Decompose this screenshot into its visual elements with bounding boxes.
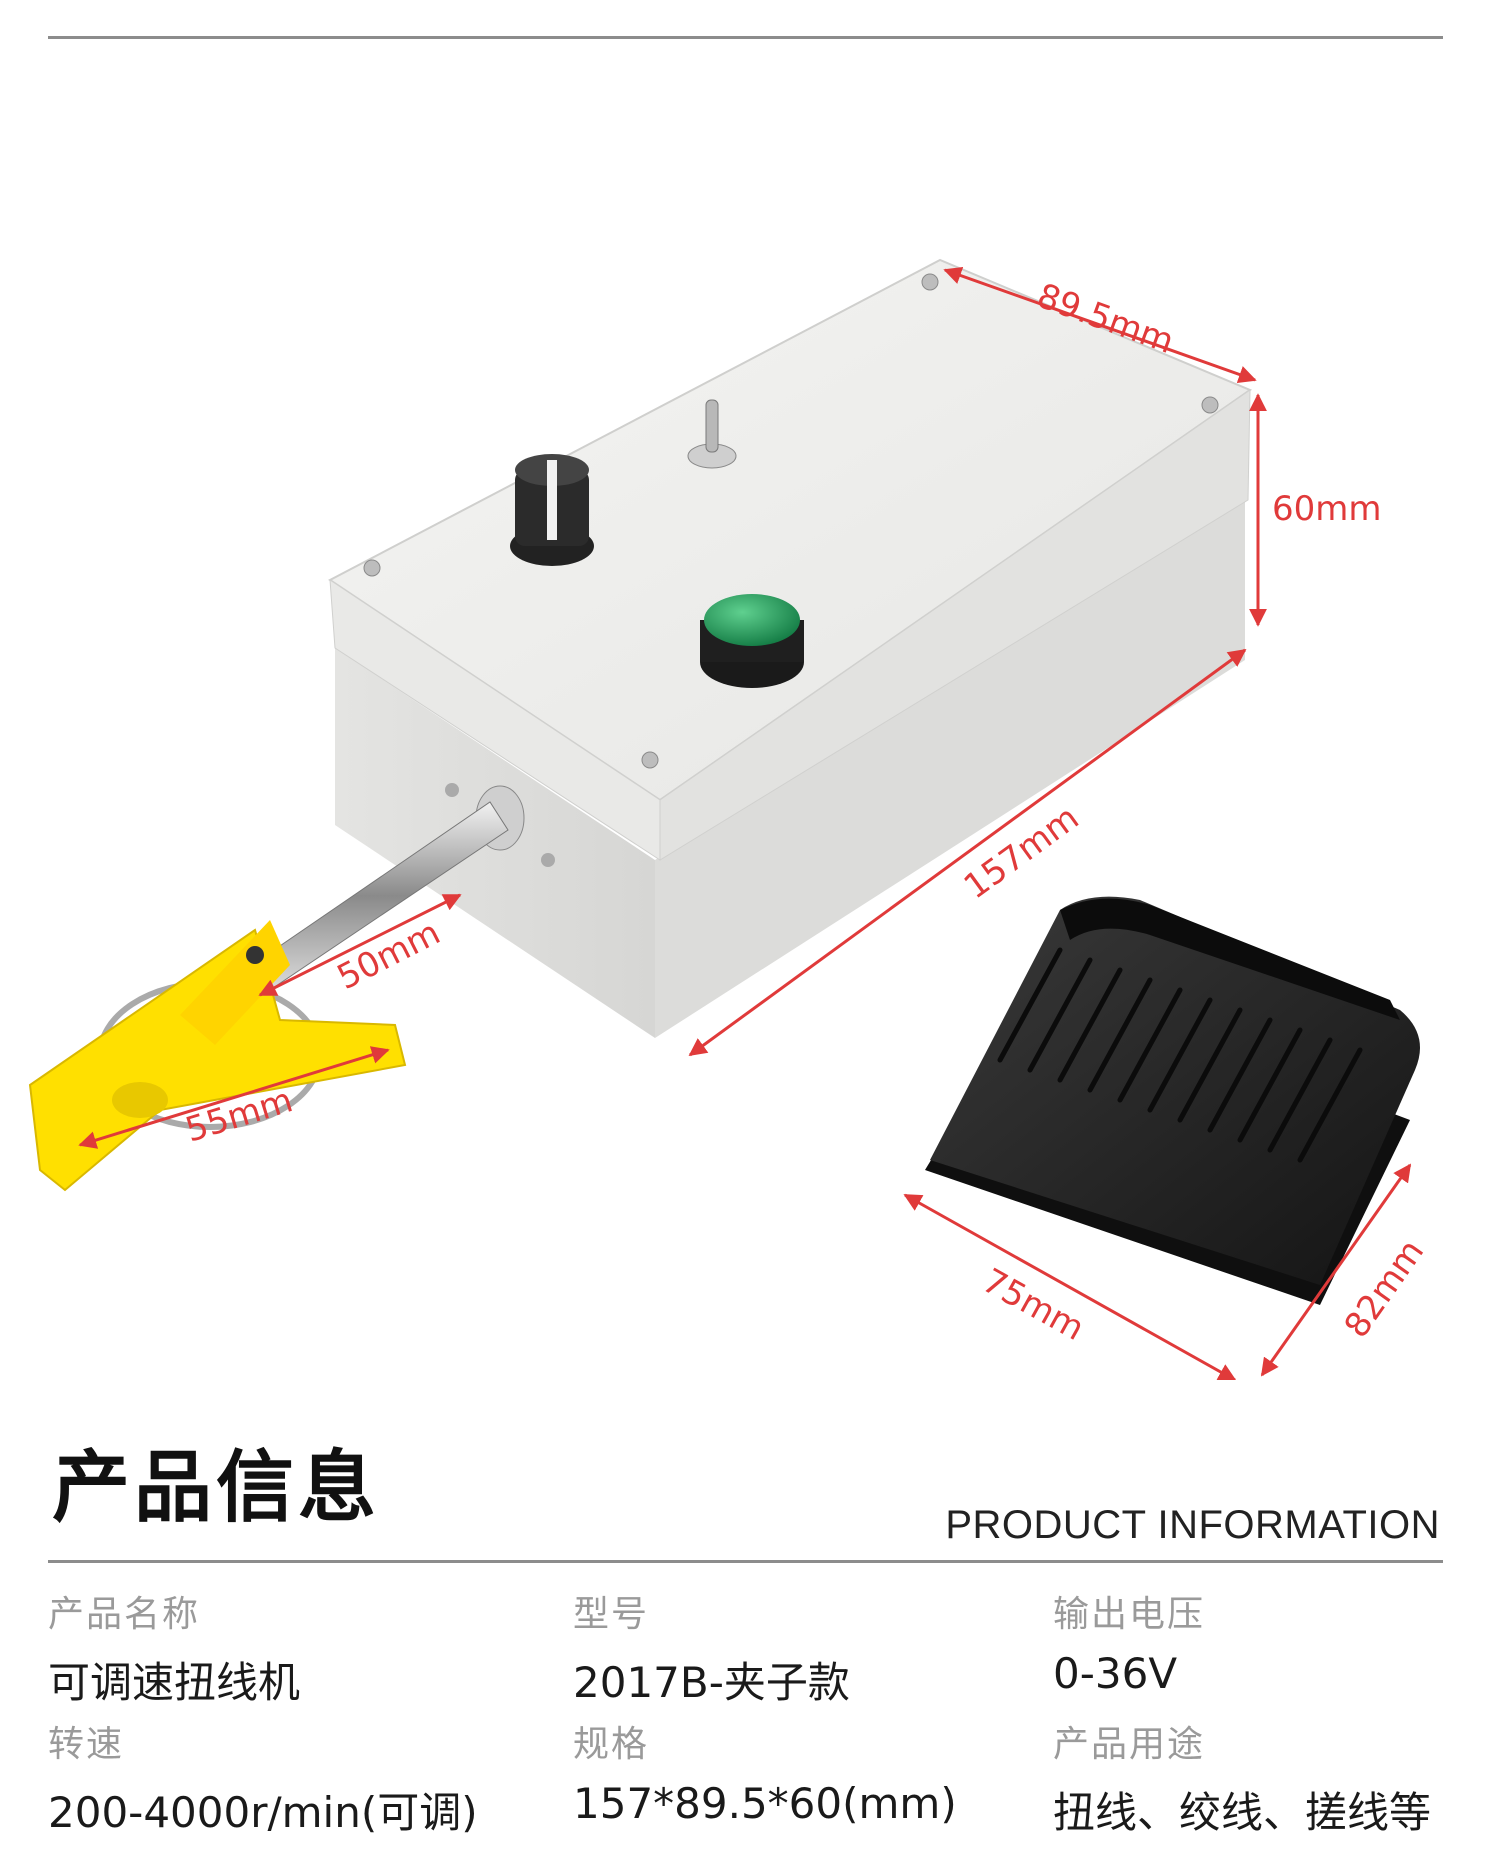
info-value: 200-4000r/min(可调) bbox=[48, 1788, 478, 1837]
info-value: 157*89.5*60(mm) bbox=[573, 1779, 957, 1828]
dim-arrow-pedal-depth bbox=[1260, 1163, 1412, 1377]
info-item-model: 型号 2017B-夹子款 bbox=[573, 1585, 850, 1710]
info-value: 0-36V bbox=[1053, 1649, 1178, 1698]
screw-icon bbox=[246, 946, 264, 964]
info-item-output-voltage: 输出电压 0-36V bbox=[1053, 1585, 1205, 1698]
info-label: 规格 bbox=[573, 1724, 650, 1765]
info-value: 扭线、绞线、搓线等 bbox=[1053, 1788, 1432, 1837]
dim-arrow-clip-length bbox=[78, 1046, 390, 1149]
screw-icon bbox=[363, 559, 381, 577]
info-label: 输出电压 bbox=[1053, 1594, 1206, 1635]
screw-icon bbox=[921, 273, 939, 291]
dim-arrow-box-length bbox=[688, 648, 1247, 1057]
info-divider bbox=[48, 1560, 1443, 1563]
toggle-switch-icon bbox=[687, 399, 737, 469]
top-divider bbox=[48, 36, 1443, 39]
info-item-usage: 产品用途 扭线、绞线、搓线等 bbox=[1053, 1715, 1431, 1840]
dimension-lines bbox=[78, 266, 1412, 1380]
dim-label-box-height: 60mm bbox=[1272, 489, 1382, 529]
info-value: 2017B-夹子款 bbox=[573, 1658, 850, 1707]
info-item-product-name: 产品名称 可调速扭线机 bbox=[48, 1585, 300, 1710]
product-illustration: 89.5mm 60mm 157mm 50mm 55mm 75mm 82mm bbox=[28, 258, 1432, 1380]
info-label: 产品名称 bbox=[48, 1594, 201, 1635]
screw-icon bbox=[641, 751, 659, 769]
info-label: 产品用途 bbox=[1053, 1724, 1206, 1765]
dim-arrow-shaft-length bbox=[258, 893, 462, 997]
dim-arrow-pedal-width bbox=[903, 1193, 1237, 1380]
info-label: 型号 bbox=[573, 1594, 650, 1635]
info-item-speed: 转速 200-4000r/min(可调) bbox=[48, 1715, 478, 1840]
dim-label-pedal-width: 75mm bbox=[976, 1261, 1091, 1349]
dim-arrow-box-depth bbox=[943, 266, 1257, 384]
info-label: 转速 bbox=[48, 1724, 125, 1765]
section-title: 产品信息 bbox=[52, 1443, 381, 1533]
section-subtitle: PRODUCT INFORMATION bbox=[945, 1503, 1440, 1547]
foot-pedal bbox=[925, 896, 1420, 1305]
green-push-button-icon bbox=[700, 594, 804, 688]
info-value: 可调速扭线机 bbox=[48, 1658, 301, 1707]
screw-icon bbox=[1201, 396, 1219, 414]
speed-knob-icon bbox=[510, 454, 594, 566]
info-item-specification: 规格 157*89.5*60(mm) bbox=[573, 1715, 957, 1828]
